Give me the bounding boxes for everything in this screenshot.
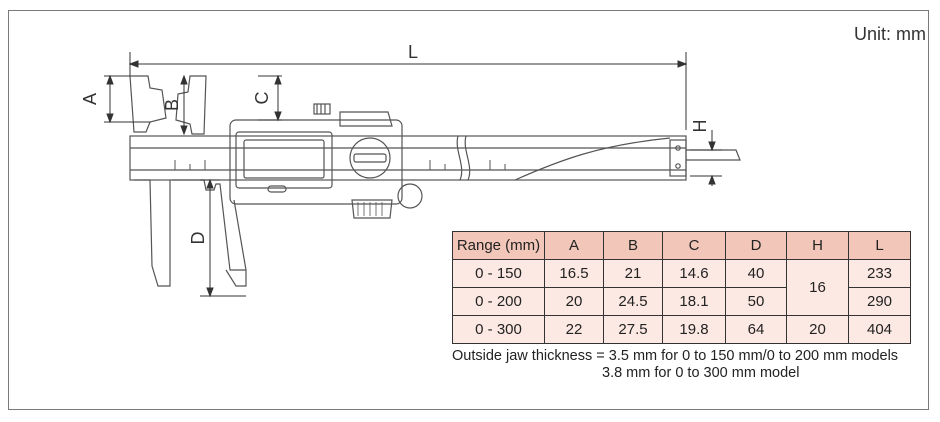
table-cell: 24.5 xyxy=(603,287,663,316)
note-line-2: 3.8 mm for 0 to 300 mm model xyxy=(602,365,800,381)
table-row: 0 - 200 20 24.5 18.1 50 290 xyxy=(452,287,911,316)
dim-label-C: C xyxy=(252,92,272,105)
header-range: Range (mm) xyxy=(452,231,545,260)
table-cell: 21 xyxy=(603,259,663,288)
table-cell: 64 xyxy=(725,315,787,344)
note-line-1: Outside jaw thickness = 3.5 mm for 0 to … xyxy=(452,348,899,364)
table-cell: 14.6 xyxy=(662,259,726,288)
table-cell: 233 xyxy=(848,259,911,288)
table-cell: 27.5 xyxy=(603,315,663,344)
header-a: A xyxy=(544,231,604,260)
table-cell: 40 xyxy=(725,259,787,288)
header-c: C xyxy=(662,231,726,260)
lock-screw-icon xyxy=(313,103,331,115)
table-cell: 16.5 xyxy=(544,259,604,288)
slider-body xyxy=(229,119,403,205)
table-cell: 22 xyxy=(544,315,604,344)
lcd-display xyxy=(243,139,325,179)
table-header-row: Range (mm) A B C D H L xyxy=(452,231,911,260)
power-button xyxy=(349,137,391,179)
upper-slider-jaw xyxy=(175,75,207,135)
table-cell-merged-h: 16 xyxy=(786,259,849,316)
dim-label-B: B xyxy=(162,99,182,111)
header-l: L xyxy=(848,231,911,260)
display-button xyxy=(267,185,287,193)
header-b: B xyxy=(603,231,663,260)
table-cell: 0 - 150 xyxy=(452,259,545,288)
spec-table: Range (mm) A B C D H L 0 - 150 16.5 21 1… xyxy=(452,231,911,344)
main-beam xyxy=(129,135,687,181)
header-h: H xyxy=(786,231,849,260)
table-cell: 290 xyxy=(848,287,911,316)
depth-rod xyxy=(686,149,741,161)
dim-label-D: D xyxy=(188,232,208,245)
table-cell: 20 xyxy=(786,315,849,344)
table-cell: 0 - 300 xyxy=(452,315,545,344)
table-cell: 19.8 xyxy=(662,315,726,344)
table-row: 0 - 150 16.5 21 14.6 40 16 233 xyxy=(452,259,911,316)
jaw-thickness-note: Outside jaw thickness = 3.5 mm for 0 to … xyxy=(452,348,898,382)
dim-label-H: H xyxy=(690,120,710,133)
thumb-roller xyxy=(397,183,423,209)
table-cell: 20 xyxy=(544,287,604,316)
table-cell: 18.1 xyxy=(662,287,726,316)
table-cell: 0 - 200 xyxy=(452,287,545,316)
lower-fixed-jaw xyxy=(134,179,171,287)
dim-label-A: A xyxy=(80,93,100,105)
unit-label: Unit: mm xyxy=(854,24,926,44)
upper-fixed-jaw xyxy=(129,75,167,133)
table-cell: 50 xyxy=(725,287,787,316)
header-d: D xyxy=(725,231,787,260)
lower-slider-jaw xyxy=(172,179,247,287)
beam-end-block xyxy=(669,139,687,177)
figure-frame xyxy=(8,10,929,410)
table-cell: 404 xyxy=(848,315,911,344)
dim-label-L: L xyxy=(408,42,418,62)
table-row: 0 - 300 22 27.5 19.8 64 20 404 xyxy=(452,315,911,344)
